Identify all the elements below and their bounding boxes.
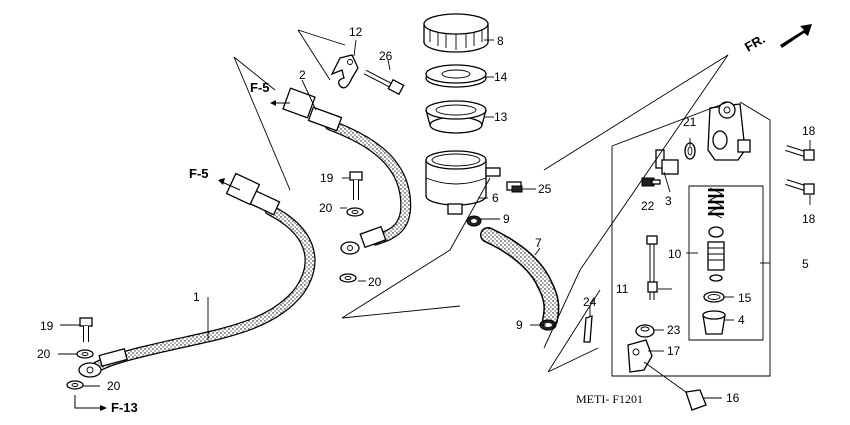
cross-ref-f5-lower: F-5 — [189, 166, 209, 181]
front-direction-label: FR. — [742, 31, 768, 54]
cross-ref-f13: F-13 — [111, 400, 138, 415]
mounting-bolt-upper — [785, 145, 815, 161]
leader-lines — [58, 29, 811, 399]
callout-23: 23 — [667, 323, 681, 337]
callout-20-d: 20 — [107, 379, 121, 393]
callout-18-upper: 18 — [802, 124, 816, 138]
push-rod — [646, 235, 658, 300]
reservoir-diaphragm — [425, 100, 487, 134]
callout-24: 24 — [583, 295, 597, 309]
callout-19-lower: 19 — [40, 319, 54, 333]
hose-clamp-upper — [466, 215, 482, 227]
reservoir-cap — [423, 13, 489, 53]
sealing-washer-upper-b — [339, 273, 357, 283]
sealing-washer-lower-b — [66, 380, 84, 390]
joint-pin-16 — [685, 389, 707, 411]
callout-13: 13 — [494, 110, 508, 124]
callout-18-lower: 18 — [802, 212, 816, 226]
callout-26: 26 — [379, 49, 393, 63]
callout-9-upper: 9 — [503, 212, 510, 226]
reservoir-bolt — [506, 181, 523, 193]
callout-8: 8 — [497, 34, 504, 48]
callout-11: 11 — [616, 282, 629, 296]
sealing-washer-upper-a — [346, 207, 364, 217]
bracket-bolt — [363, 69, 405, 96]
cross-ref-f5-upper: F-5 — [250, 80, 270, 95]
banjo-bolt-lower — [79, 317, 93, 342]
fr-arrow-icon — [780, 24, 812, 48]
brake-hose-upper — [282, 87, 412, 255]
boot-4 — [702, 310, 726, 335]
callout-6: 6 — [492, 191, 499, 205]
callout-4: 4 — [738, 313, 745, 327]
callout-20-c: 20 — [37, 347, 51, 361]
callout-20-b: 20 — [368, 275, 382, 289]
lock-nut-23 — [635, 324, 655, 338]
callout-17: 17 — [667, 344, 681, 358]
cotter-pin-24 — [583, 315, 593, 343]
callout-9-lower: 9 — [516, 318, 523, 332]
callout-19-upper: 19 — [320, 171, 334, 185]
f5-upper-arrow — [270, 100, 290, 106]
callout-7: 7 — [535, 236, 542, 250]
callout-5: 5 — [802, 257, 809, 271]
callout-16: 16 — [726, 391, 740, 405]
rod-joint-17 — [627, 339, 691, 396]
callout-25: 25 — [538, 182, 552, 196]
banjo-bolt-upper — [349, 171, 363, 200]
hose-clamp-bracket — [330, 54, 359, 89]
reservoir-plate — [425, 64, 487, 88]
callout-12: 12 — [349, 25, 363, 39]
sealing-washer-lower-a — [76, 349, 94, 359]
callout-3: 3 — [665, 194, 672, 208]
diagram-caption: METI- F1201 — [576, 392, 643, 406]
snap-ring-15 — [703, 291, 725, 303]
callout-2: 2 — [299, 68, 306, 82]
callout-21: 21 — [683, 115, 697, 129]
callout-1: 1 — [193, 290, 200, 304]
f5-lower-arrow — [218, 178, 241, 191]
mounting-bolt-lower — [785, 179, 815, 195]
reservoir-tank — [425, 150, 501, 215]
piston-set — [707, 187, 725, 282]
callout-22: 22 — [641, 199, 655, 213]
joint-screw — [641, 177, 661, 187]
callout-15: 15 — [738, 291, 752, 305]
inlet-joint — [655, 149, 679, 175]
hose-clamp-lower — [539, 319, 557, 331]
master-cylinder — [707, 101, 751, 161]
callout-20-a: 20 — [319, 201, 333, 215]
callout-14: 14 — [494, 70, 508, 84]
reservoir-hose — [480, 227, 560, 328]
brake-hose-long — [78, 172, 316, 378]
callout-10: 10 — [668, 247, 682, 261]
f13-arrow — [74, 395, 107, 411]
